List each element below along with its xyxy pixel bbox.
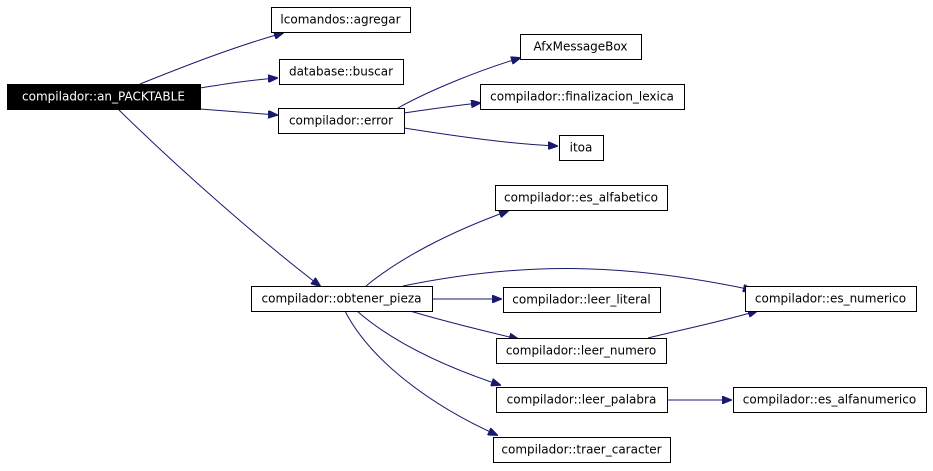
node-box[interactable] <box>503 287 661 313</box>
node-box[interactable] <box>271 7 411 33</box>
node-label: lcomandos::agregar <box>280 13 400 27</box>
node-box[interactable] <box>495 185 668 211</box>
edge-obtener_pieza-to-leer_numero <box>409 310 518 339</box>
edge-obtener_pieza-to-es_alfabetico <box>365 211 508 287</box>
node-compilador_error[interactable]: compilador::error <box>278 108 405 134</box>
node-obtener_pieza[interactable]: compilador::obtener_pieza <box>251 286 433 312</box>
edge-an_packtable-to-database_buscar <box>199 78 277 89</box>
node-lcomandos_agregar[interactable]: lcomandos::agregar <box>271 7 411 33</box>
node-label: compilador::finalizacion_lexica <box>490 90 674 104</box>
node-label: compilador::error <box>289 114 393 128</box>
edge-an_packtable-to-lcomandos_agregar <box>139 33 283 85</box>
node-leer_palabra[interactable]: compilador::leer_palabra <box>496 387 668 413</box>
node-label: compilador::es_alfabetico <box>504 191 658 205</box>
edge-leer_numero-to-es_numerico <box>647 311 757 339</box>
node-label: compilador::leer_literal <box>512 293 650 307</box>
node-itoa[interactable]: itoa <box>559 135 604 161</box>
node-label: AfxMessageBox <box>533 40 627 54</box>
node-box[interactable] <box>520 34 642 60</box>
edge-compilador_error-to-itoa <box>403 127 557 146</box>
node-box[interactable] <box>496 387 668 413</box>
node-es_numerico[interactable]: compilador::es_numerico <box>745 286 917 312</box>
node-leer_literal[interactable]: compilador::leer_literal <box>503 287 661 313</box>
node-finalizacion_lexica[interactable]: compilador::finalizacion_lexica <box>480 84 685 110</box>
node-box[interactable] <box>7 84 201 110</box>
edge-compilador_error-to-afxmessagebox <box>397 58 520 109</box>
node-label: compilador::leer_numero <box>506 344 656 358</box>
node-label: compilador::obtener_pieza <box>262 292 422 306</box>
node-box[interactable] <box>496 338 667 364</box>
edge-an_packtable-to-compilador_error <box>199 108 277 115</box>
node-box[interactable] <box>278 108 405 134</box>
node-box[interactable] <box>559 135 604 161</box>
node-label: compilador::es_alfanumerico <box>743 393 916 407</box>
edge-an_packtable-to-obtener_pieza <box>117 108 320 286</box>
node-label: compilador::an_PACKTABLE <box>22 90 185 104</box>
nodes: compilador::an_PACKTABLE lcomandos::agreg… <box>7 7 927 463</box>
node-box[interactable] <box>745 286 917 312</box>
edges <box>117 33 757 435</box>
node-box[interactable] <box>733 387 927 413</box>
node-label: compilador::traer_caracter <box>501 443 661 457</box>
node-traer_caracter[interactable]: compilador::traer_caracter <box>493 437 671 463</box>
node-label: compilador::leer_palabra <box>507 393 657 407</box>
node-afxmessagebox[interactable]: AfxMessageBox <box>520 34 642 60</box>
node-box[interactable] <box>251 286 433 312</box>
edge-compilador_error-to-finalizacion_lexica <box>403 103 480 114</box>
node-leer_numero[interactable]: compilador::leer_numero <box>496 338 667 364</box>
node-box[interactable] <box>279 59 404 85</box>
node-box[interactable] <box>493 437 671 463</box>
edge-obtener_pieza-to-leer_palabra <box>356 310 500 385</box>
node-box[interactable] <box>480 84 685 110</box>
edge-obtener_pieza-to-es_numerico <box>402 267 752 290</box>
node-es_alfabetico[interactable]: compilador::es_alfabetico <box>495 185 668 211</box>
node-label: compilador::es_numerico <box>755 292 906 306</box>
node-an_packtable[interactable]: compilador::an_PACKTABLE <box>7 84 201 110</box>
node-database_buscar[interactable]: database::buscar <box>279 59 404 85</box>
node-label: database::buscar <box>289 65 393 79</box>
node-label: itoa <box>570 141 593 155</box>
node-es_alfanumerico[interactable]: compilador::es_alfanumerico <box>733 387 927 413</box>
edge-obtener_pieza-to-traer_caracter <box>344 310 497 435</box>
